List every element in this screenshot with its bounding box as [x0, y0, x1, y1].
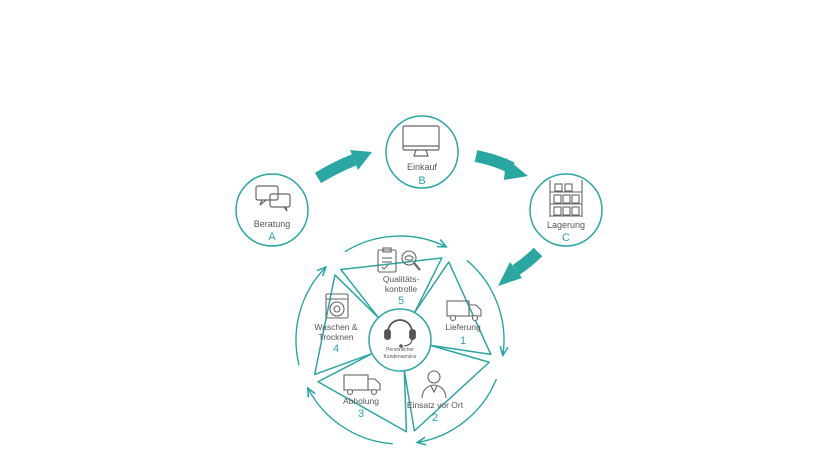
- segment-qualitaet-number: 5: [398, 295, 404, 307]
- step-lagerung-letter: C: [562, 232, 570, 244]
- arrow-a-to-b: [314, 150, 372, 184]
- monitor-icon: [402, 125, 440, 157]
- segment-einsatz-number: 2: [432, 412, 438, 424]
- step-einkauf: Einkauf B: [385, 115, 459, 189]
- cycle-arrow-lieferung: [466, 259, 504, 354]
- service-cycle: Lieferung 1 Einsatz vor Ort 2 Abholung 3…: [295, 235, 504, 445]
- step-lagerung: Lagerung C: [529, 173, 603, 247]
- shelving-icon: [549, 180, 583, 217]
- headset-icon: [384, 319, 416, 348]
- service-person-icon: [421, 370, 447, 399]
- pickup-truck-icon: [343, 374, 381, 396]
- step-einkauf-label: Einkauf: [407, 162, 438, 172]
- step-beratung: Beratung A: [235, 173, 309, 247]
- segment-qualitaet-label-line1: Qualitäts-: [383, 274, 420, 284]
- segment-waschen-number: 4: [333, 343, 339, 355]
- cycle-arrow-qualitaet: [344, 235, 446, 253]
- step-beratung-letter: A: [268, 231, 276, 243]
- segment-abholung-label: Abholung: [343, 396, 379, 406]
- segment-abholung-number: 3: [358, 408, 364, 420]
- step-beratung-label: Beratung: [254, 219, 291, 229]
- arrow-c-to-cycle: [498, 247, 543, 286]
- step-lagerung-label: Lagerung: [547, 220, 585, 230]
- segment-lieferung-label: Lieferung: [445, 322, 481, 332]
- cycle-outer-arrows: [295, 235, 504, 445]
- quality-check-icon: [377, 247, 421, 273]
- segment-qualitaet-label-line2: kontrolle: [385, 284, 417, 294]
- segment-lieferung-number: 1: [460, 335, 466, 347]
- speech-bubbles-icon: [255, 185, 291, 212]
- segment-waschen-label-line1: Waschen &: [314, 322, 357, 332]
- washing-machine-icon: [325, 293, 349, 319]
- cycle-center: Persönlicher Kundenservice: [368, 308, 432, 372]
- delivery-truck-icon: [446, 300, 482, 322]
- cycle-arrow-waschen: [295, 268, 325, 366]
- cycle-arrow-abholung: [308, 389, 393, 445]
- arrow-b-to-c: [474, 150, 528, 180]
- segment-einsatz-label: Einsatz vor Ort: [407, 400, 464, 410]
- step-einkauf-letter: B: [418, 175, 425, 187]
- cycle-arrow-einsatz: [418, 378, 498, 442]
- segment-waschen-label-line2: Trocknen: [318, 332, 353, 342]
- cycle-wedges: [313, 257, 492, 433]
- center-label-line2: Kundenservice: [383, 354, 416, 360]
- center-label-line1: Persönlicher: [386, 347, 414, 353]
